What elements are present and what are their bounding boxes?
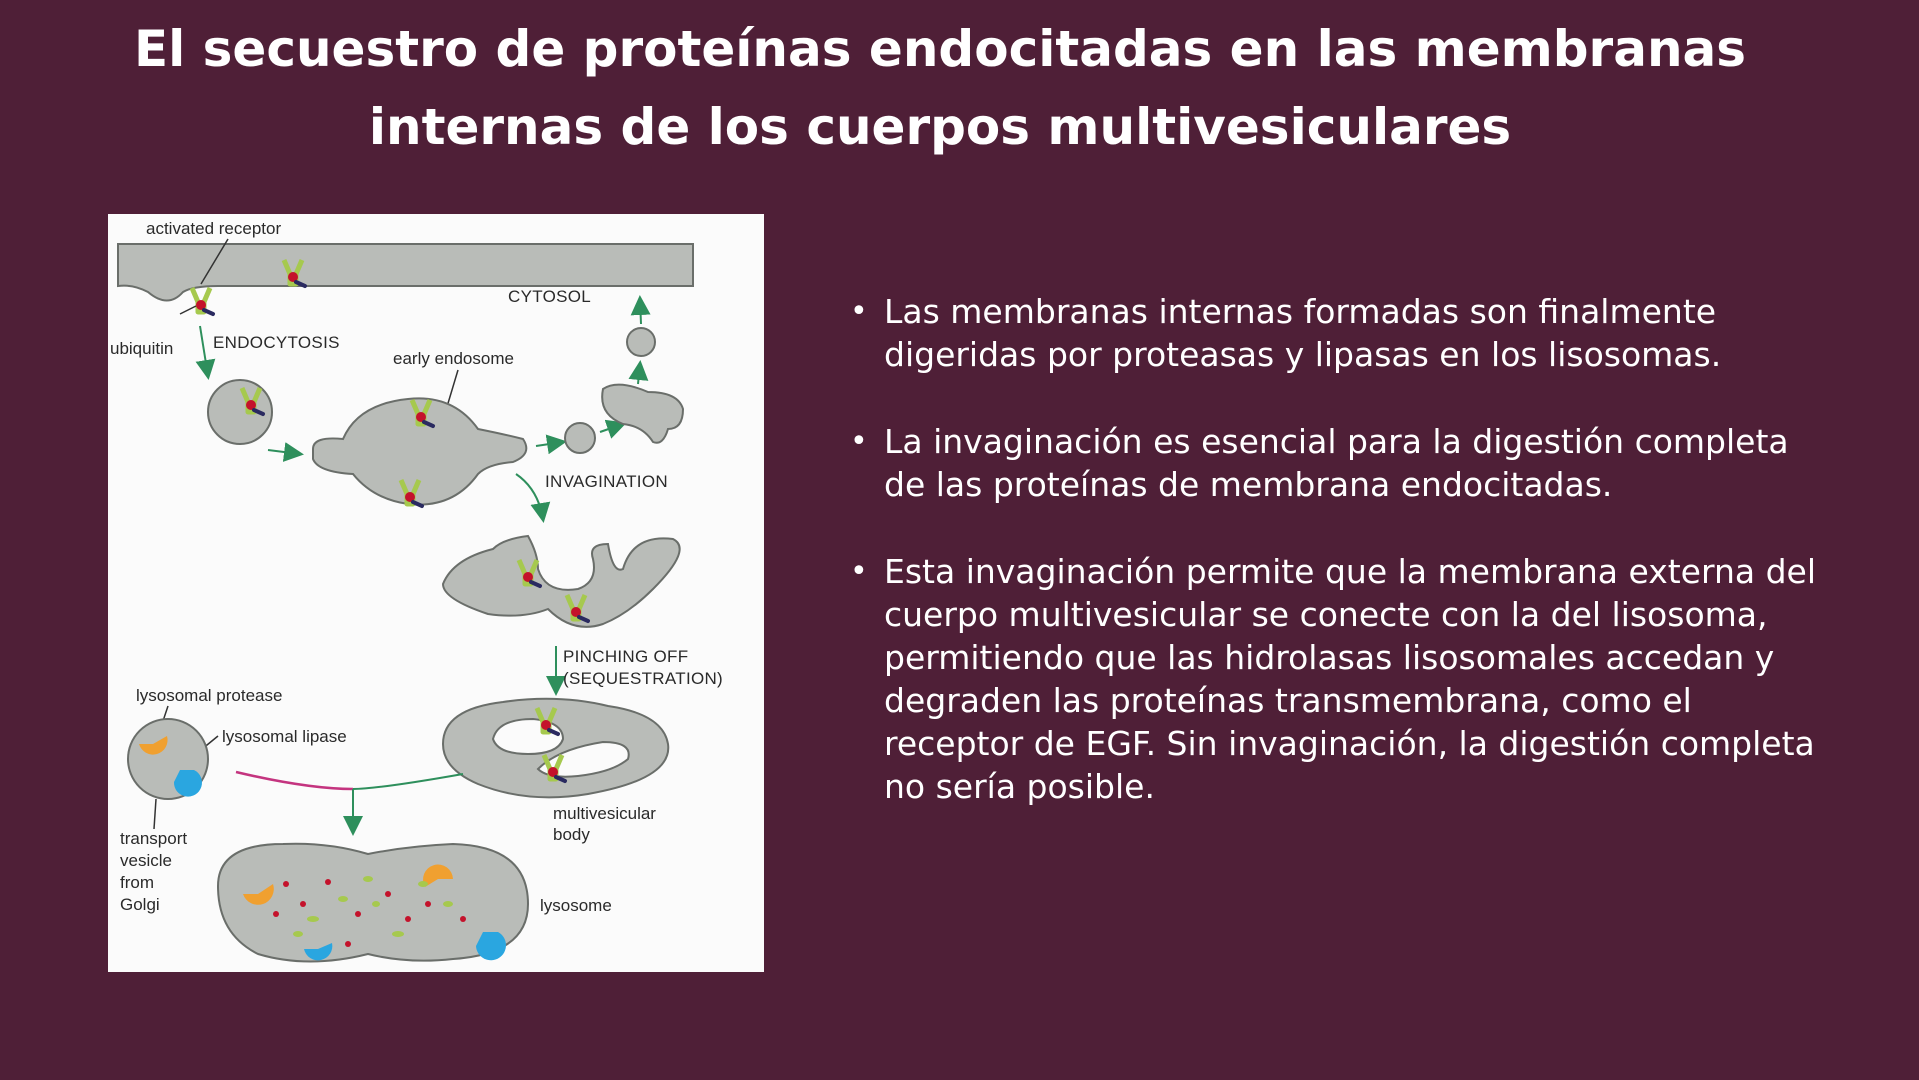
label-lysosomal-lipase: lysosomal lipase: [222, 727, 347, 746]
bullet-text: Las membranas internas formadas son fina…: [884, 292, 1722, 374]
label-early-endosome: early endosome: [393, 349, 514, 368]
bullet-dot: •: [850, 554, 868, 589]
protease-icon: [139, 736, 168, 755]
lipase-icon: [304, 943, 333, 961]
title-line-2: internas de los cuerpos multivesiculares: [368, 98, 1512, 156]
label-sequestration: (SEQUESTRATION): [563, 669, 723, 688]
activated-receptor-icon: [192, 288, 213, 314]
bullet-item-1: • Las membranas internas formadas son fi…: [850, 290, 1840, 376]
label-activated-receptor: activated receptor: [146, 219, 281, 238]
label-lysosome: lysosome: [540, 896, 612, 915]
label-invagination: INVAGINATION: [545, 472, 668, 491]
label-transport: transport: [120, 829, 187, 848]
bullet-list: • Las membranas internas formadas son fi…: [850, 290, 1840, 852]
title-line-1: El secuestro de proteínas endocitadas en…: [133, 20, 1747, 78]
invaginating-endosome: [441, 534, 681, 628]
label-cytosol: CYTOSOL: [508, 287, 591, 306]
digestion-fragments: [273, 876, 466, 947]
label-body: body: [553, 825, 590, 844]
bullet-text: La invaginación es esencial para la dige…: [884, 422, 1789, 504]
lipase-icon: [173, 770, 202, 797]
bullet-dot: •: [850, 294, 868, 329]
endocytosis-diagram: activated receptor CYTOSOL ubiquitin END…: [108, 214, 764, 972]
label-ubiquitin: ubiquitin: [110, 339, 173, 358]
bullet-text: Esta invaginación permite que la membran…: [884, 552, 1816, 806]
label-multivesicular: multivesicular: [553, 804, 656, 823]
label-vesicle: vesicle: [120, 851, 172, 870]
bullet-item-3: • Esta invaginación permite que la membr…: [850, 550, 1840, 808]
label-from: from: [120, 873, 154, 892]
diagram-svg: activated receptor CYTOSOL ubiquitin END…: [110, 219, 723, 963]
lipase-icon: [476, 932, 506, 961]
plasma-membrane: [117, 243, 694, 302]
label-golgi: Golgi: [120, 895, 160, 914]
early-endosome: [312, 397, 528, 506]
protease-icon: [423, 864, 453, 887]
recycling-vesicle-2: [626, 327, 656, 357]
bullet-item-2: • La invaginación es esencial para la di…: [850, 420, 1840, 506]
label-lysosomal-protease: lysosomal protease: [136, 686, 282, 705]
slide-title: El secuestro de proteínas endocitadas en…: [90, 10, 1790, 166]
recycling-endosome: [601, 383, 685, 444]
label-endocytosis: ENDOCYTOSIS: [213, 333, 340, 352]
protease-icon: [243, 884, 274, 905]
recycling-vesicle: [564, 422, 596, 454]
label-pinching-off: PINCHING OFF: [563, 647, 688, 666]
bullet-dot: •: [850, 424, 868, 459]
